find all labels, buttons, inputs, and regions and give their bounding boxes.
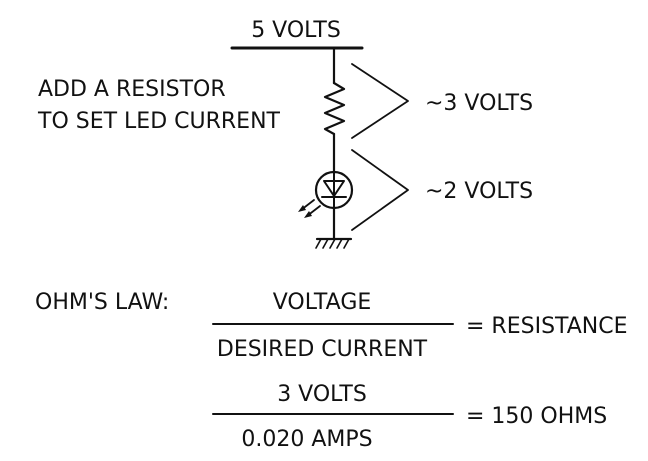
resistor-symbol [323,81,346,136]
example-numerator: 3 VOLTS [277,382,367,407]
note-line-2: TO SET LED CURRENT [37,109,281,134]
formula-denominator: DESIRED CURRENT [217,337,428,362]
ohms-law-label: OHM'S LAW: [35,290,169,315]
resistor-drop-label: ~3 VOLTS [425,91,533,116]
led-drop-label: ~2 VOLTS [425,179,533,204]
resistor-drop-bracket [351,63,409,139]
led-symbol [298,170,354,218]
example-denominator: 0.020 AMPS [241,427,372,452]
note-line-1: ADD A RESISTOR [38,77,226,102]
formula-result: = RESISTANCE [466,314,628,339]
ground-icon [315,237,353,249]
light-arrows-icon [298,199,321,218]
example-result: = 150 OHMS [466,404,607,429]
supply-label: 5 VOLTS [251,18,341,43]
formula-numerator: VOLTAGE [273,290,372,315]
led-drop-bracket [351,149,409,231]
